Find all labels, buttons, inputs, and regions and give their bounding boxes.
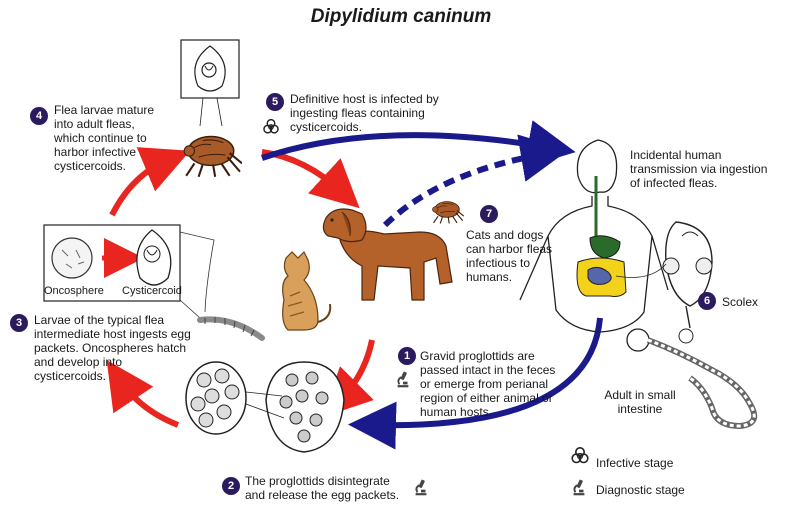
oncosphere-label: Oncosphere: [44, 285, 104, 297]
legend-infective-label: Infective stage: [596, 456, 674, 470]
scolex-label: Scolex: [722, 295, 759, 309]
adult-flea-icon: [183, 135, 242, 178]
diagram-title: Dipylidium caninum: [310, 6, 492, 27]
step-badge-4: 4: [30, 107, 48, 125]
step-badge-1: 1: [398, 347, 416, 365]
red-arrow-2-to-3: [106, 360, 180, 428]
adult-worm-label: Adult in small intestine: [604, 388, 676, 416]
red-arrow-3-to-4: [109, 147, 191, 217]
microscope-icon: [396, 370, 410, 388]
step-badge-2: 2: [222, 477, 240, 495]
step-1-text: Gravid proglottids are passed intact in …: [420, 349, 556, 419]
gravid-proglottid-icon: [265, 361, 345, 453]
microscope-icon: [414, 478, 428, 496]
pet-flea-icon: [431, 201, 464, 224]
human-transmission-note: Incidental human transmission via ingest…: [630, 148, 768, 190]
step-2-text: The proglottids disintegrate and release…: [245, 474, 400, 502]
blue-arrow-to-human: [261, 120, 576, 168]
blue-arrow-human-to-proglottid: [348, 317, 603, 450]
scolex-icon: [662, 221, 713, 329]
step-4-text: Flea larvae mature into adult fleas, whi…: [54, 103, 155, 173]
step-7-text: Cats and dogs can harbor fleas infectiou…: [466, 228, 553, 284]
cysticercoid-label: Cysticercoid: [122, 285, 182, 297]
legend-diagnostic-label: Diagnostic stage: [596, 483, 685, 497]
cysticercoid-icon: [136, 229, 172, 286]
step-badge-5: 5: [266, 93, 284, 111]
dog-icon: [322, 208, 453, 301]
blue-dashed-arrow-pet-to-human: [382, 134, 569, 228]
biohazard-icon: [263, 118, 279, 134]
legend-biohazard-icon: [571, 446, 589, 464]
human-body-icon: [519, 139, 669, 333]
step-3-text: Larvae of the typical flea intermediate …: [34, 313, 191, 383]
egg-packet-icon: [185, 361, 247, 435]
flea-larva-icon: [197, 316, 265, 341]
legend-microscope-icon: [572, 478, 586, 496]
step-badge-6: 6: [698, 292, 716, 310]
red-arrow-host-to-proglottid: [323, 339, 375, 417]
oncosphere-icon: [51, 237, 93, 279]
step-badge-7: 7: [480, 205, 498, 223]
step-badge-3: 3: [10, 314, 28, 332]
red-arrow-4-to-host: [261, 149, 360, 209]
adult-worm-icon: [626, 328, 758, 430]
step-5-text: Definitive host is infected by ingesting…: [290, 92, 439, 134]
cat-icon: [282, 250, 332, 331]
